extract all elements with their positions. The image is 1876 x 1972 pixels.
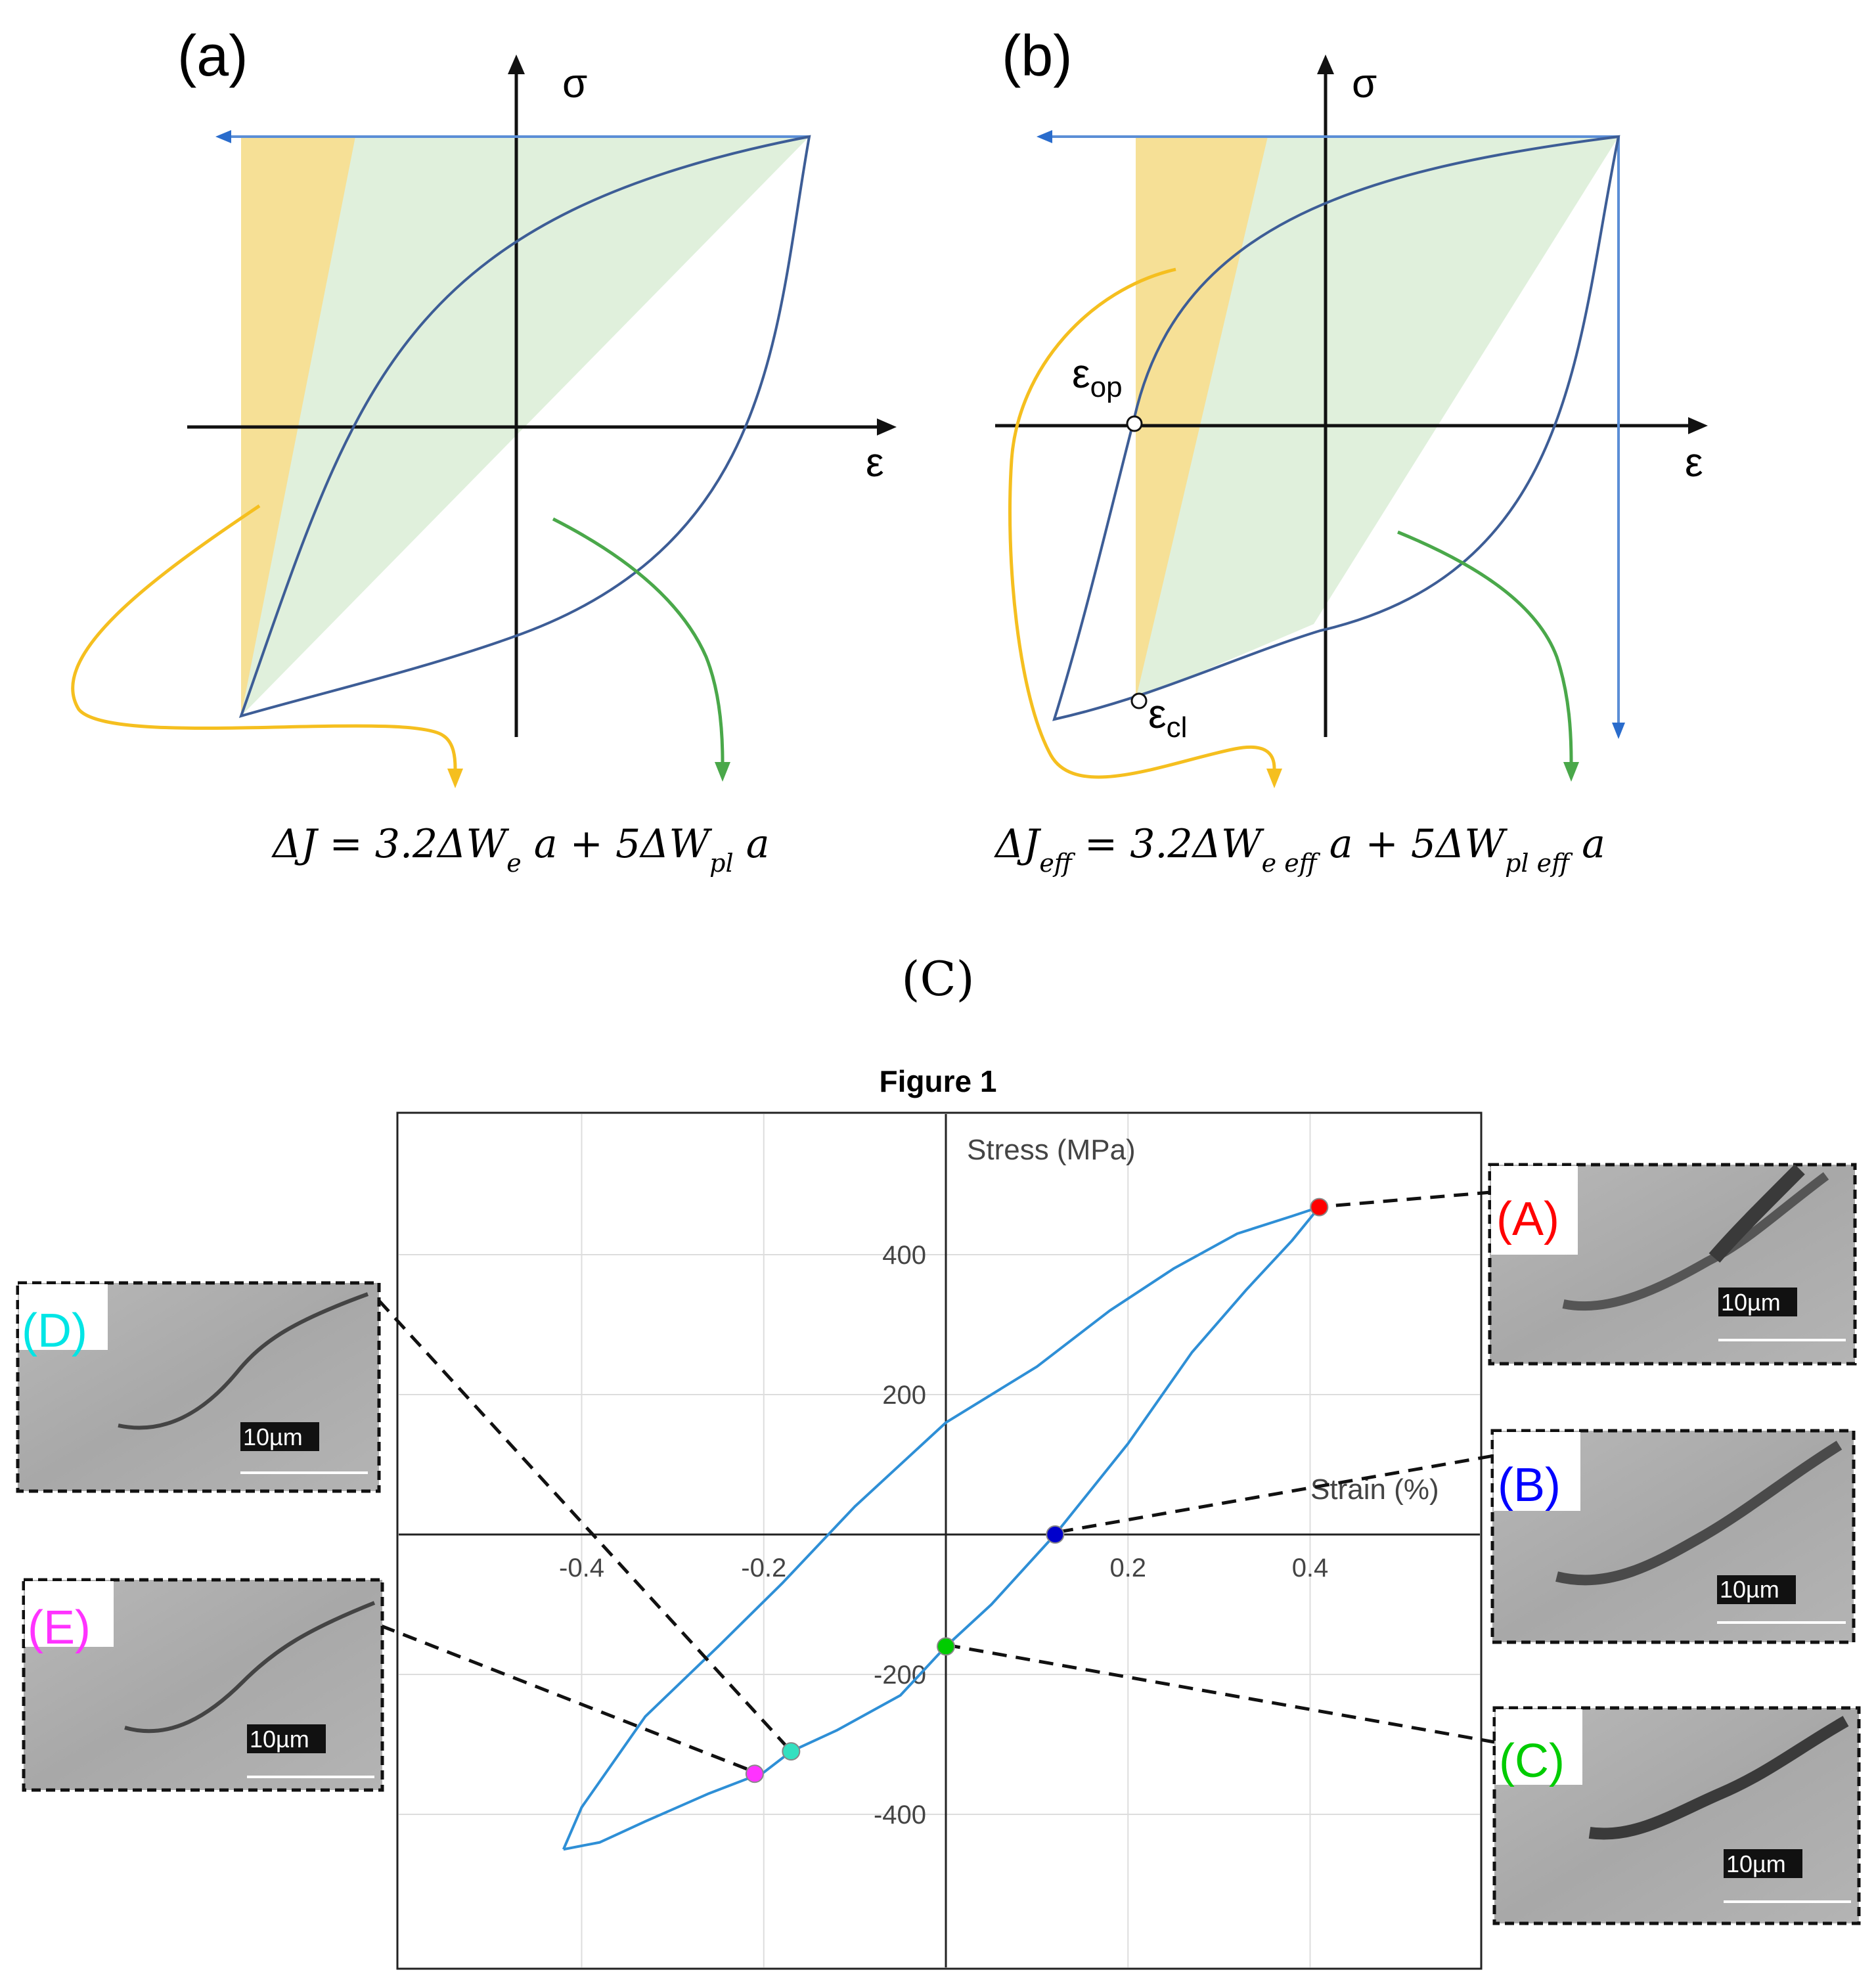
micrograph-e-label-box	[25, 1581, 114, 1647]
y-tick-label: -200	[874, 1661, 926, 1690]
connector-e	[380, 1624, 756, 1774]
chart-frame	[396, 1111, 1483, 1970]
connector-lines	[378, 1190, 1498, 1774]
micrograph-c: (C) 10µm	[1492, 1706, 1861, 1925]
marker-point-c	[937, 1637, 955, 1656]
panel-b-green-area	[1136, 137, 1619, 700]
marker-point-d	[782, 1742, 801, 1761]
micrograph-a-scale-box	[1718, 1288, 1797, 1316]
panel-b-sigma-label: σ	[1352, 61, 1377, 106]
panel-b-yellow-arrow	[1008, 267, 1276, 779]
micrograph-d-label-box	[19, 1284, 108, 1350]
marker-point-e	[745, 1764, 764, 1783]
micrograph-a-label-box	[1491, 1166, 1578, 1255]
panel-b-hysteresis-loop	[1052, 135, 1620, 721]
y-tick-label: 400	[882, 1241, 926, 1270]
connector-a	[1312, 1190, 1492, 1209]
micrograph-d-scale: 10µm	[243, 1423, 303, 1450]
micrograph-b-crack	[1555, 1441, 1842, 1586]
micrograph-a: (A) 10µm	[1488, 1163, 1857, 1366]
chart-x-label: Strain (%)	[1310, 1473, 1439, 1506]
panel-b-x-arrowhead	[1688, 417, 1708, 434]
panel-b-yellow-area	[1136, 137, 1268, 700]
panel-b-down-arrowhead	[1612, 723, 1625, 739]
panel-a-yellow-arrowhead	[447, 769, 463, 788]
panel-a-green-arrow	[552, 517, 725, 763]
x-tick-label: 0.4	[1292, 1554, 1329, 1582]
eps-cl-marker	[1130, 692, 1148, 709]
micrograph-b-label-box	[1494, 1432, 1580, 1511]
panel-a-x-arrowhead	[877, 418, 897, 436]
panel-a-epsilon-label: ε	[866, 440, 884, 485]
micrograph-b: (B) 10µm	[1490, 1429, 1856, 1644]
micrograph-e: (E) 10µm	[22, 1578, 384, 1792]
micrograph-a-label: (A)	[1496, 1193, 1559, 1245]
micrograph-c-scale-box	[1724, 1849, 1802, 1878]
y-tick-label: -400	[874, 1801, 926, 1829]
chart-ticks: -0.4 -0.2 0.2 0.4 400 200 -200 -400	[559, 1241, 1328, 1829]
micrograph-b-scale: 10µm	[1720, 1576, 1779, 1603]
micrograph-a-crack-branch	[1708, 1164, 1805, 1263]
panel-a-sigma-label: σ	[562, 61, 587, 106]
panel-b-epsilon-label: ε	[1685, 440, 1703, 485]
micrograph-e-scale: 10µm	[250, 1726, 309, 1753]
connector-b	[1058, 1453, 1498, 1534]
panel-a-green-arrowhead	[715, 762, 730, 782]
panel-a-hysteresis-loop	[238, 135, 811, 719]
eps-op-label: εop	[1072, 351, 1123, 403]
x-tick-label: 0.2	[1109, 1554, 1146, 1582]
micrograph-a-scale: 10µm	[1721, 1289, 1781, 1316]
x-tick-label: -0.2	[741, 1554, 786, 1582]
marker-point-b	[1046, 1525, 1065, 1544]
panel-a: (a) σ ε ΔJ = 3.2ΔWe a + 5ΔWpl a	[71, 23, 897, 878]
panel-a-yellow-arrow	[71, 504, 457, 769]
panel-a-y-arrowhead	[508, 55, 525, 74]
panel-a-label: (a)	[177, 23, 248, 88]
chart-title: Figure 1	[880, 1064, 997, 1098]
micrograph-c-scale: 10µm	[1726, 1850, 1786, 1877]
y-tick-label: 200	[882, 1381, 926, 1410]
micrograph-b-label: (B)	[1498, 1459, 1561, 1512]
chart-y-label: Stress (MPa)	[967, 1134, 1136, 1166]
panel-b-equation: ΔJeff = 3.2ΔWe eff a + 5ΔWpl eff a	[994, 821, 1605, 878]
section-c-label: (C)	[901, 951, 974, 1006]
panel-b: (b) σ ε εop εcl ΔJeff = 3.2ΔWe eff a + 5…	[994, 23, 1708, 878]
micrograph-a-crack	[1562, 1172, 1829, 1311]
micrograph-c-label-box	[1496, 1709, 1582, 1785]
panel-b-top-arrowhead	[1037, 130, 1052, 143]
panel-b-green-arrow	[1397, 530, 1573, 763]
connector-d	[378, 1299, 794, 1755]
panel-b-y-arrowhead	[1317, 55, 1334, 74]
x-tick-label: -0.4	[559, 1554, 604, 1582]
panel-b-label: (b)	[1002, 23, 1073, 88]
panel-b-green-arrowhead	[1563, 762, 1579, 782]
micrograph-d-scale-box	[240, 1422, 319, 1451]
chart-grid	[399, 1114, 1480, 1967]
chart-axes	[399, 1114, 1480, 1967]
panel-a-top-arrowhead	[215, 130, 231, 143]
stress-strain-curve	[562, 1205, 1321, 1851]
panel-a-equation: ΔJ = 3.2ΔWe a + 5ΔWpl a	[271, 821, 770, 878]
panel-b-yellow-arrowhead	[1266, 769, 1282, 788]
eps-op-marker	[1126, 415, 1143, 432]
micrograph-c-crack	[1588, 1716, 1849, 1840]
micrograph-b-scale-box	[1717, 1575, 1796, 1604]
marker-point-a	[1310, 1198, 1329, 1217]
micrograph-d: (D) 10µm	[16, 1281, 381, 1493]
eps-cl-label: εcl	[1148, 692, 1187, 744]
micrograph-d-crack	[118, 1292, 369, 1430]
micrograph-e-crack	[124, 1601, 376, 1734]
micrograph-e-label: (E)	[28, 1602, 91, 1654]
micrograph-d-label: (D)	[22, 1305, 87, 1357]
micrograph-c-label: (C)	[1499, 1735, 1565, 1787]
chart-markers	[745, 1198, 1329, 1783]
micrograph-e-scale-box	[247, 1724, 326, 1753]
